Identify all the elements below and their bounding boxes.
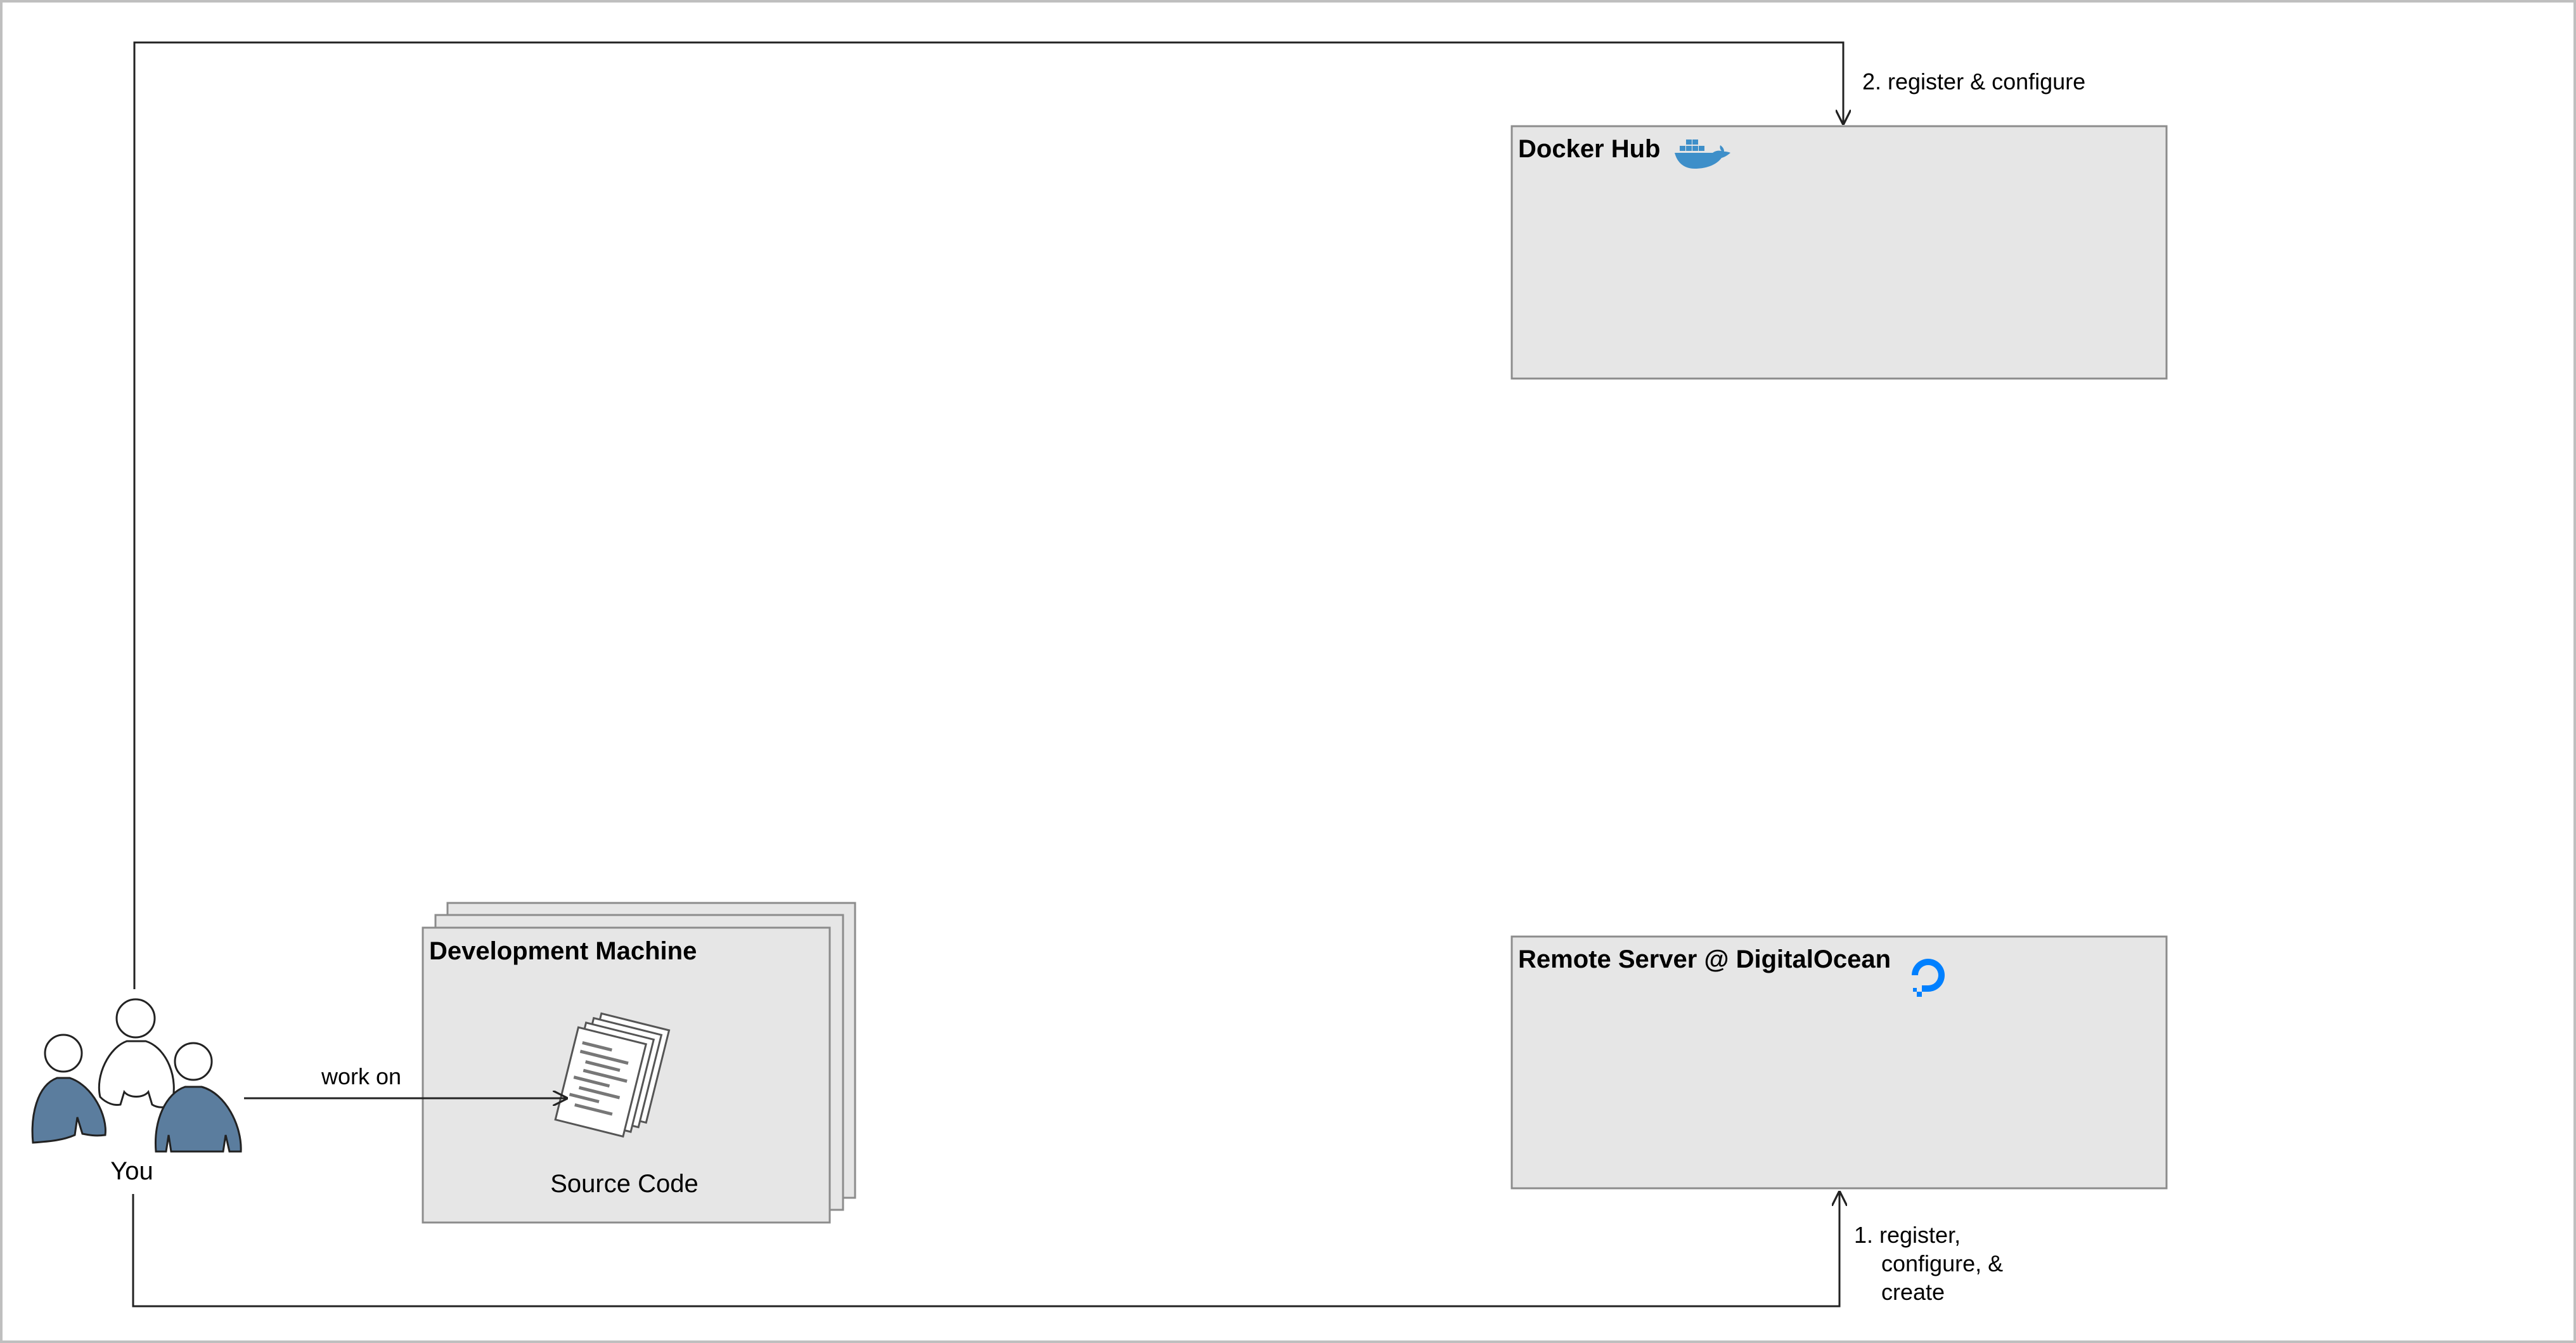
source-code-label: Source Code xyxy=(550,1170,698,1198)
digitalocean-icon xyxy=(1912,959,1945,997)
remote-server-title: Remote Server @ DigitalOcean xyxy=(1518,945,1891,973)
edge-label-register-configure: 2. register & configure xyxy=(1862,68,2085,94)
edge-label-register-create-2: configure, & xyxy=(1881,1250,2003,1276)
remote-server-box[interactable]: Remote Server @ DigitalOcean xyxy=(1510,935,2168,1190)
edge-label-register-create-1: 1. register, xyxy=(1854,1222,1961,1248)
dev-machine-title: Development Machine xyxy=(429,937,697,965)
development-machine-box[interactable]: Development Machine Sour xyxy=(422,902,856,1224)
docker-hub-title: Docker Hub xyxy=(1518,135,1661,163)
edge-label-work-on: work on xyxy=(321,1063,401,1089)
edge-label-register-create-3: create xyxy=(1881,1279,1945,1305)
people-icon[interactable] xyxy=(31,998,242,1153)
documents-icon[interactable] xyxy=(554,1009,671,1141)
edge-register-remote-server xyxy=(132,1192,1839,1307)
docker-hub-box[interactable]: Docker Hub xyxy=(1510,125,2168,380)
docker-whale-icon xyxy=(1675,139,1730,169)
actor-label: You xyxy=(110,1157,153,1185)
edge-register-docker-hub xyxy=(133,41,1843,989)
